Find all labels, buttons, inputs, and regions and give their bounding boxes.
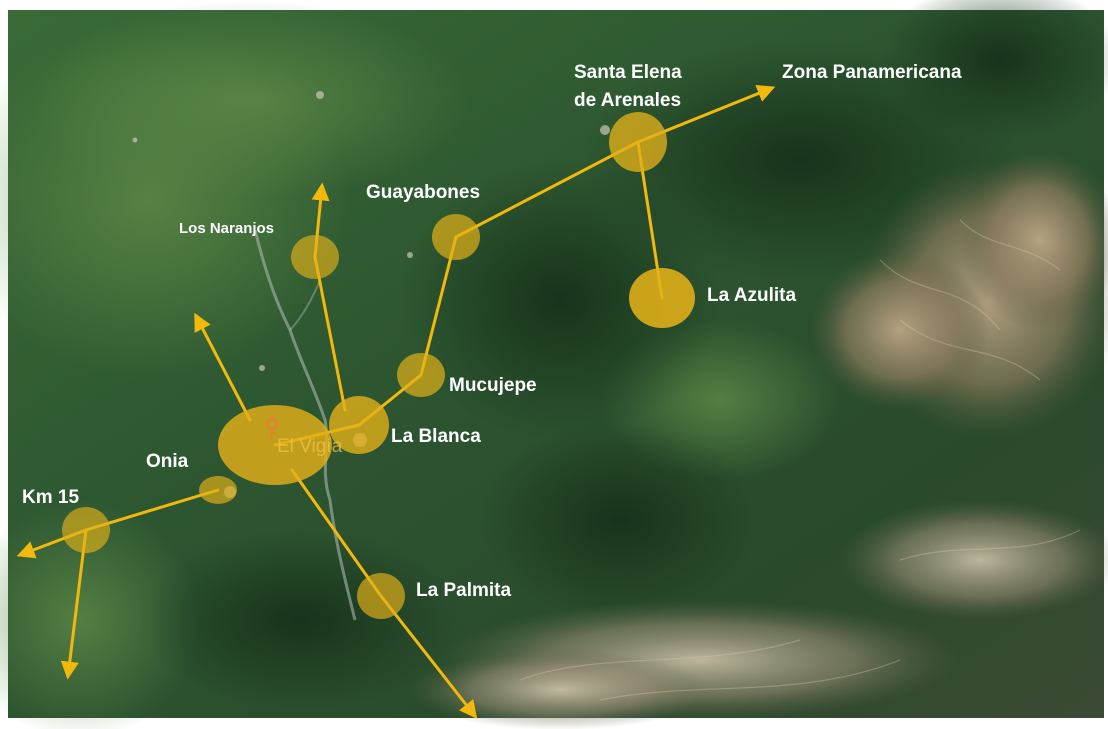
bubble-la-palmita xyxy=(357,573,405,619)
route-el-vigia-northwest xyxy=(194,312,252,422)
place-labels: Santa Elena de Arenales Zona Panamerican… xyxy=(22,62,962,601)
location-pin-icon xyxy=(266,418,278,438)
bubble-mucujepe xyxy=(397,353,445,397)
bubble-km15 xyxy=(62,507,110,553)
bubble-guayabones xyxy=(432,214,480,260)
label-santa-elena-line2: de Arenales xyxy=(574,90,681,111)
bubble-los-naranjos xyxy=(291,235,339,279)
bubble-onia xyxy=(199,476,237,504)
label-el-vigia: El Vigía xyxy=(277,436,343,457)
label-zona-panamericana: Zona Panamericana xyxy=(782,62,962,83)
label-km15: Km 15 xyxy=(22,487,79,508)
label-onia: Onia xyxy=(146,451,189,472)
label-la-azulita: La Azulita xyxy=(707,285,796,306)
route-guayabones-santa-elena xyxy=(454,140,640,239)
label-la-palmita: La Palmita xyxy=(416,580,511,601)
route-la-palmita-south xyxy=(379,594,478,719)
label-mucujepe: Mucujepe xyxy=(449,375,537,396)
label-guayabones: Guayabones xyxy=(366,182,480,203)
route-km15-south xyxy=(60,528,88,680)
settlement-bubbles xyxy=(62,112,695,619)
bubble-la-blanca xyxy=(329,396,389,454)
route-el-vigia-la-palmita xyxy=(290,468,383,598)
bubble-el-vigia xyxy=(218,405,332,485)
label-la-blanca: La Blanca xyxy=(391,426,481,447)
route-la-blanca-los-naranjos xyxy=(313,255,347,412)
bubble-santa-elena xyxy=(609,112,667,172)
route-guayabones-mucujepe xyxy=(419,235,458,377)
label-los-naranjos: Los Naranjos xyxy=(179,220,274,237)
bubble-la-azulita xyxy=(629,268,695,328)
label-santa-elena-line1: Santa Elena xyxy=(574,62,682,83)
